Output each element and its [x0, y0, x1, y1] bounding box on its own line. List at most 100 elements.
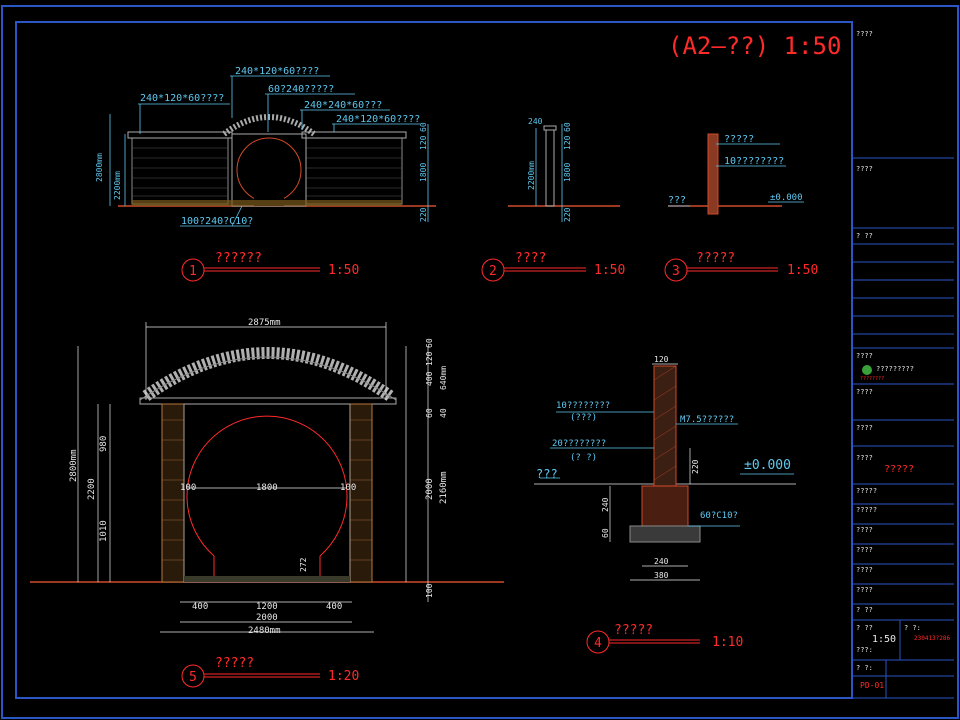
tb-project: ????: [856, 30, 873, 38]
view1-elevation: 240*120*60???? 60?240????? 240*240*60???…: [95, 66, 436, 227]
tb-row-e: ? ??: [856, 606, 873, 614]
sheet-outer-frame: [1, 5, 959, 719]
view5-dim-400-right: 400: [326, 602, 342, 612]
view2-side-elevation: 240 60 120 1800 220 2200mm: [508, 117, 620, 222]
sheet-header-title: (A2—??) 1:50: [668, 32, 841, 60]
view5-dim-980: 980: [99, 436, 109, 452]
svg-text:?????: ?????: [696, 251, 735, 266]
view3-post-detail: ????? 10???????? ??? ±0.000: [668, 133, 804, 215]
view5-dim-total-height: 2800mm: [69, 449, 79, 482]
view1-dim-cap-60: 60: [419, 122, 428, 132]
view5-dim-cap-60: 60: [425, 338, 434, 348]
svg-text:1:10: 1:10: [712, 635, 743, 650]
view5-dim-right-100: 100: [340, 483, 356, 493]
svg-text:?????: ?????: [215, 656, 254, 671]
tb-scale-value: 1:50: [872, 634, 896, 645]
view3-label-level: ±0.000: [770, 193, 803, 203]
svg-text:1:50: 1:50: [787, 263, 818, 278]
tb-row-review: ????: [856, 424, 873, 432]
view4-dim-120: 120: [654, 355, 669, 364]
view4-label-concrete: 60?C10?: [700, 511, 738, 521]
view2-dim-width: 240: [528, 117, 543, 126]
view-title-5: 5 ????? 1:20: [181, 656, 359, 688]
view1-callout-6: 100?240?C10?: [181, 216, 253, 227]
tb-row-approve: ????: [856, 388, 873, 396]
tb-date-value: 230413?286: [914, 635, 951, 642]
view4-wall-section: 10???????? (???) M7.5?????? 20???????? (…: [534, 355, 796, 581]
view4-label-ground: ???: [536, 467, 558, 481]
view1-callout-1: 240*120*60????: [235, 66, 319, 77]
view5-dim-left-100: 100: [180, 483, 196, 493]
svg-text:1:50: 1:50: [594, 263, 625, 278]
view5-dim-60-lower: 60: [425, 408, 434, 418]
view3-label-ground: ???: [668, 195, 686, 206]
svg-text:????: ????: [515, 251, 546, 266]
view4-label-bar: 20????????: [552, 439, 606, 449]
tb-no-label: ? ?:: [856, 664, 873, 672]
tb-design-red: ?????: [884, 464, 914, 475]
view1-dim-wall: 1800: [419, 163, 428, 182]
view2-dim-cap-60: 60: [563, 122, 572, 132]
view4-label-mortar: M7.5??????: [680, 415, 734, 425]
tb-row-a: ????: [856, 526, 873, 534]
view5-dim-400-left: 400: [192, 602, 208, 612]
tb-scale-label: ? ??: [856, 624, 873, 632]
view5-dim-40: 40: [439, 408, 448, 418]
view-title-3: 3 ????? 1:50: [664, 251, 818, 282]
tb-date-label: ? ?:: [904, 624, 921, 632]
view5-dim-2000: 2000: [256, 613, 278, 623]
svg-text:4: 4: [594, 636, 602, 651]
view1-callout-4: 240*120*60????: [140, 93, 224, 104]
view4-dim-220: 220: [691, 459, 700, 474]
view5-dim-2200: 2200: [87, 478, 97, 500]
svg-text:1:50: 1:50: [328, 263, 359, 278]
view5-arch-elevation: 2875mm 2800mm 2200 980 1010 100 1800 100…: [30, 318, 504, 636]
tb-company-red: ????????: [860, 376, 884, 382]
tb-company-logo: [862, 365, 872, 375]
tb-client: ????: [856, 165, 873, 173]
view1-callout-5: 240*120*60????: [336, 114, 420, 125]
view4-label-level: ±0.000: [744, 458, 791, 473]
view1-dim-height: 2200mm: [113, 171, 122, 200]
tb-row-design: ????: [856, 454, 873, 462]
view4-label-post-sub: (???): [570, 413, 597, 423]
view-title-1: 1 ?????? 1:50: [181, 251, 359, 282]
svg-text:1:20: 1:20: [328, 669, 359, 684]
view-title-4: 4 ????? 1:10: [586, 623, 743, 654]
view2-dim-wall: 1800: [563, 163, 572, 182]
view1-callout-2: 60?240?????: [268, 84, 334, 95]
view5-dim-640: 640mm: [439, 366, 448, 390]
view1-callout-3: 240*240*60???: [304, 100, 382, 111]
view1-dim-cap-120: 120: [419, 135, 428, 150]
view4-label-bar-sub: (? ?): [570, 453, 597, 463]
tb-row-drawn: ?????: [856, 487, 877, 495]
view5-dim-2160: 2160mm: [439, 471, 449, 504]
svg-text:?????: ?????: [614, 623, 653, 638]
view4-dim-240-v: 240: [601, 497, 610, 512]
view5-dim-100-bottom: 100: [425, 583, 434, 598]
view3-label-post: 10????????: [724, 156, 784, 167]
view5-dim-400: 400: [425, 371, 434, 386]
view4-dim-60: 60: [601, 528, 610, 538]
view5-dim-opening: 1800: [256, 483, 278, 493]
view5-dim-272: 272: [299, 557, 308, 572]
view1-dim-total: 2800mm: [95, 153, 104, 182]
tb-drawing-number: PD-01: [860, 681, 884, 690]
tb-company-name: ?????????: [876, 365, 914, 373]
tb-row-d: ????: [856, 586, 873, 594]
svg-text:1: 1: [189, 264, 197, 279]
tb-row-c: ????: [856, 566, 873, 574]
view5-dim-1010: 1010: [99, 520, 109, 542]
view5-dim-base-width: 2480mm: [248, 626, 281, 636]
view3-label-cap: ?????: [724, 134, 754, 145]
view5-dim-1200: 1200: [256, 602, 278, 612]
view4-dim-380: 380: [654, 571, 669, 580]
view4-dim-240-h: 240: [654, 557, 669, 566]
view5-dim-cap-120: 120: [425, 351, 434, 366]
tb-row-check: ?????: [856, 506, 877, 514]
svg-text:3: 3: [672, 264, 680, 279]
tb-sheet-label: ???:: [856, 646, 873, 654]
view2-dim-footing: 220: [563, 207, 572, 222]
view2-dim-height: 2200mm: [527, 161, 536, 190]
